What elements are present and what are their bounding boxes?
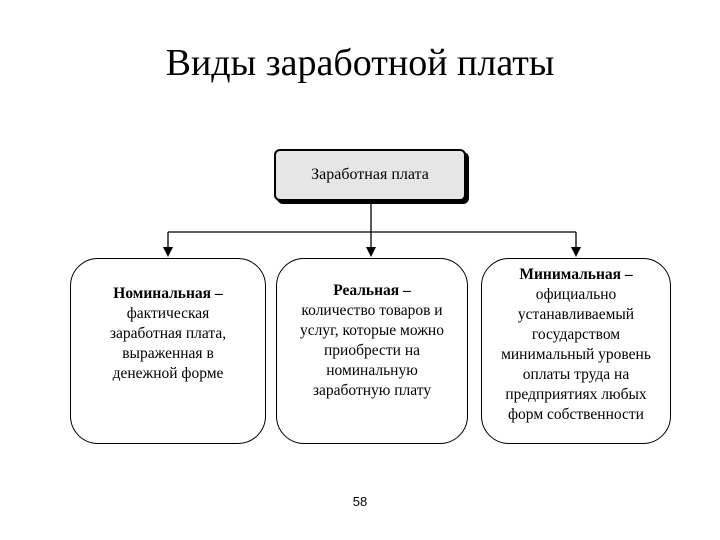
- minimal-text-line: государством: [531, 326, 621, 343]
- real-text-line: приобрести на: [324, 342, 420, 359]
- child-node-real: Реальная – количество товаров и услуг, к…: [276, 258, 468, 444]
- child-node-nominal: Номинальная – фактическая заработная пла…: [70, 258, 266, 444]
- nominal-text-line: заработная плата,: [109, 325, 227, 342]
- real-text-line: номинальную: [326, 362, 418, 379]
- minimal-text-line: оплаты труда на: [522, 366, 630, 383]
- nominal-term: Номинальная –: [113, 285, 223, 302]
- minimal-text-line: форм собственности: [508, 406, 644, 423]
- nominal-text-line: фактическая: [126, 305, 210, 322]
- real-text-line: услуг, которые можно: [300, 322, 444, 339]
- arrowhead-minimal: [571, 247, 581, 257]
- nominal-text-line: денежной форме: [112, 365, 224, 382]
- slide-title: Виды заработной платы: [165, 42, 555, 84]
- real-term: Реальная –: [333, 282, 411, 299]
- arrowhead-real: [366, 247, 376, 257]
- minimal-text-line: минимальный уровень: [501, 346, 651, 363]
- real-text-line: количество товаров и: [301, 302, 443, 319]
- page-number: 58: [352, 494, 368, 509]
- minimal-text-line: предприятиях любых: [505, 386, 647, 403]
- minimal-term: Минимальная –: [519, 266, 633, 283]
- nominal-text-line: выраженная в: [122, 345, 214, 362]
- arrowhead-nominal: [163, 247, 173, 257]
- minimal-text-line: устанавливаемый: [517, 306, 635, 323]
- child-node-minimal: Минимальная – официально устанавливаемый…: [481, 258, 671, 444]
- root-node-box: Заработная плата: [274, 149, 466, 201]
- real-text-line: заработную плату: [312, 382, 432, 399]
- root-node-label: Заработная плата: [311, 166, 429, 183]
- minimal-text-line: официально: [535, 286, 617, 303]
